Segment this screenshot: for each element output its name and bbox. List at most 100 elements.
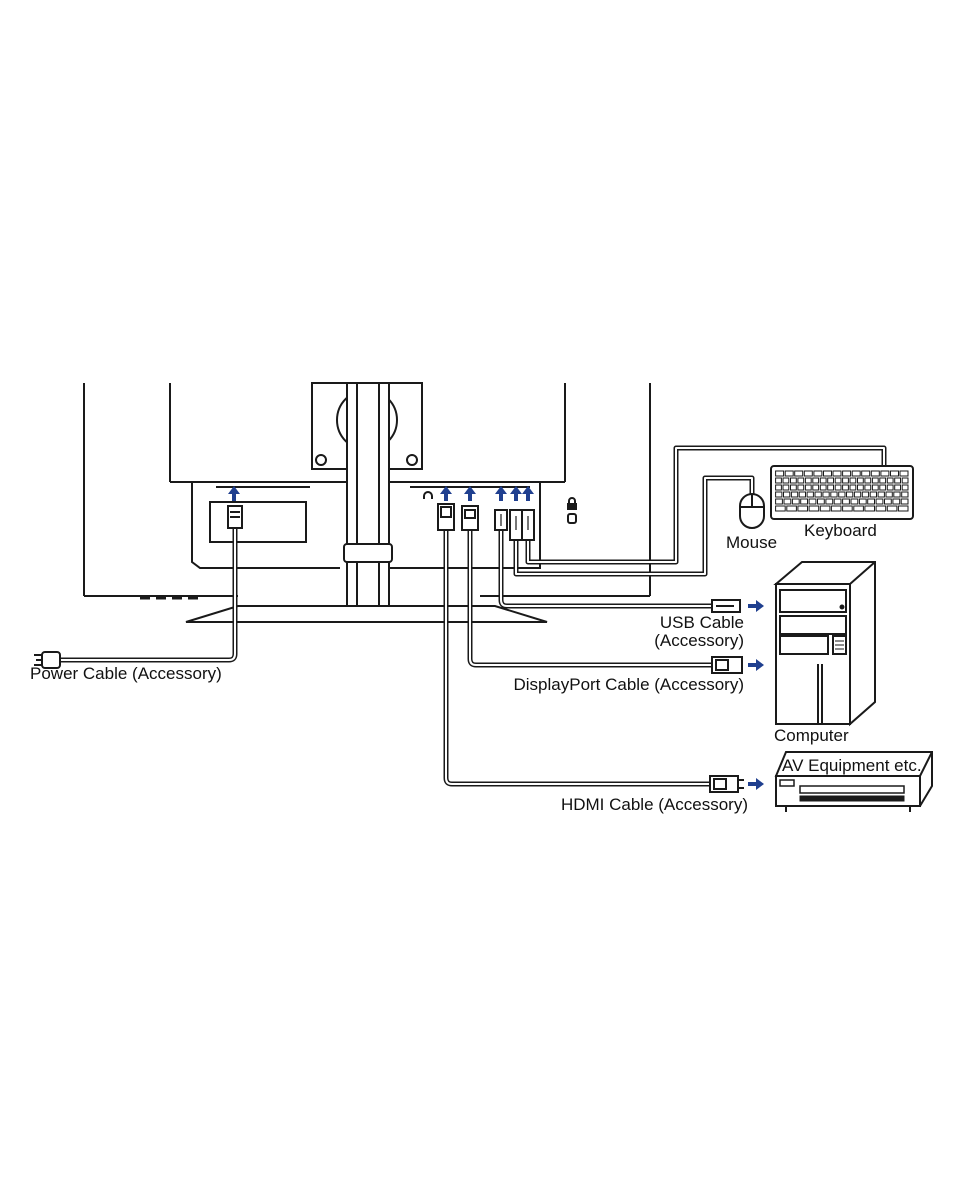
keyboard-key (897, 505, 909, 512)
keyboard-key (842, 477, 849, 484)
keyboard-key (867, 498, 876, 505)
keyboard-key (830, 505, 842, 512)
keyboard-key (797, 505, 809, 512)
displayport-cable-label: DisplayPort Cable (Accessory) (513, 675, 744, 694)
keyboard-key (869, 491, 878, 498)
keyboard-key (900, 498, 909, 505)
keyboard-key (827, 477, 835, 484)
usb-cable-label-line1: USB Cable (660, 613, 744, 632)
keyboard-key (794, 470, 804, 477)
keyboard-key (870, 470, 880, 477)
keyboard-key (858, 498, 867, 505)
keyboard-key (808, 498, 817, 505)
keyboard-key (797, 477, 805, 484)
keyboard-key (775, 498, 783, 505)
keyboard-key (890, 470, 899, 477)
computer-illustration (773, 561, 876, 727)
lock-icon (567, 497, 577, 524)
keyboard-key (838, 491, 846, 498)
keyboard-key (864, 484, 872, 491)
keyboard-key (823, 470, 832, 477)
keyboard-key (864, 505, 876, 512)
keyboard-key (783, 498, 792, 505)
keyboard-key (814, 491, 822, 498)
monitor-back (83, 382, 651, 623)
keyboard-key (825, 498, 834, 505)
keyboard-key (812, 477, 820, 484)
keyboard-key (790, 484, 797, 491)
keyboard-key (819, 477, 827, 484)
keyboard-key (842, 498, 850, 505)
keyboard-key (857, 477, 864, 484)
keyboard-key (775, 491, 783, 498)
up-arrow-icon (228, 486, 534, 501)
keyboard-key (813, 470, 823, 477)
power-cable-label: Power Cable (Accessory) (30, 664, 222, 683)
keyboard-key (842, 505, 853, 512)
keyboard-key (851, 470, 861, 477)
keyboard-key (786, 505, 797, 512)
keyboard-key (798, 491, 807, 498)
keyboard-key (842, 484, 849, 491)
keyboard-key (894, 484, 902, 491)
keyboard-key (775, 484, 782, 491)
keyboard-key (784, 470, 794, 477)
usb-cable-label-line2: (Accessory) (654, 631, 744, 650)
keyboard-key (800, 498, 809, 505)
keyboard-key (861, 470, 871, 477)
keyboard-key (861, 491, 870, 498)
keyboard-key (782, 477, 790, 484)
keyboard-key (808, 505, 820, 512)
keyboard-key (849, 477, 857, 484)
cables (60, 445, 887, 787)
hdmi-cable-label: HDMI Cable (Accessory) (561, 795, 748, 814)
keyboard-key (879, 484, 887, 491)
mouse-label: Mouse (726, 533, 777, 552)
keyboard-key (871, 484, 879, 491)
av-equipment-illustration (774, 751, 933, 812)
keyboard-key (871, 477, 879, 484)
computer-label: Computer (774, 726, 849, 745)
keyboard-key (885, 491, 893, 498)
keyboard-key (832, 470, 842, 477)
keyboard-key (783, 491, 791, 498)
keyboard-key (886, 484, 894, 491)
keyboard-key (901, 477, 909, 484)
keyboard-key (901, 491, 909, 498)
usb-symbol-icon (500, 514, 732, 607)
keyboard-key (782, 484, 790, 491)
av-equipment-label: AV Equipment etc. (782, 756, 922, 775)
keyboard-key (864, 477, 872, 484)
keyboard-key (849, 484, 857, 491)
keyboard-key (893, 491, 901, 498)
keyboard-key (842, 470, 852, 477)
power-cable (60, 528, 238, 663)
keyboard-key (817, 498, 825, 505)
keyboard-key (812, 484, 820, 491)
keyboard-key (880, 470, 890, 477)
keyboard-key (804, 484, 812, 491)
keyboard-key (790, 491, 799, 498)
keyboard-key (899, 470, 909, 477)
keyboard-key (790, 477, 797, 484)
connector-plugs (34, 503, 744, 793)
keyboard-key (834, 484, 842, 491)
keyboard-key (877, 491, 885, 498)
keyboard-illustration (770, 465, 914, 520)
keyboard-key (857, 484, 864, 491)
keyboard-key (775, 505, 786, 512)
keyboard-key (892, 498, 901, 505)
keyboard-key (894, 477, 902, 484)
keyboard-key (819, 505, 831, 512)
keyboard-key (875, 498, 884, 505)
right-arrow-icon (748, 600, 764, 790)
keyboard-key (879, 477, 887, 484)
keyboard-key (853, 505, 864, 512)
keyboard-key (804, 477, 812, 484)
keyboard-key (886, 477, 894, 484)
keyboard-key (830, 491, 838, 498)
keyboard-key (834, 477, 842, 484)
keyboard-key (822, 491, 830, 498)
keyboard-key (803, 470, 813, 477)
